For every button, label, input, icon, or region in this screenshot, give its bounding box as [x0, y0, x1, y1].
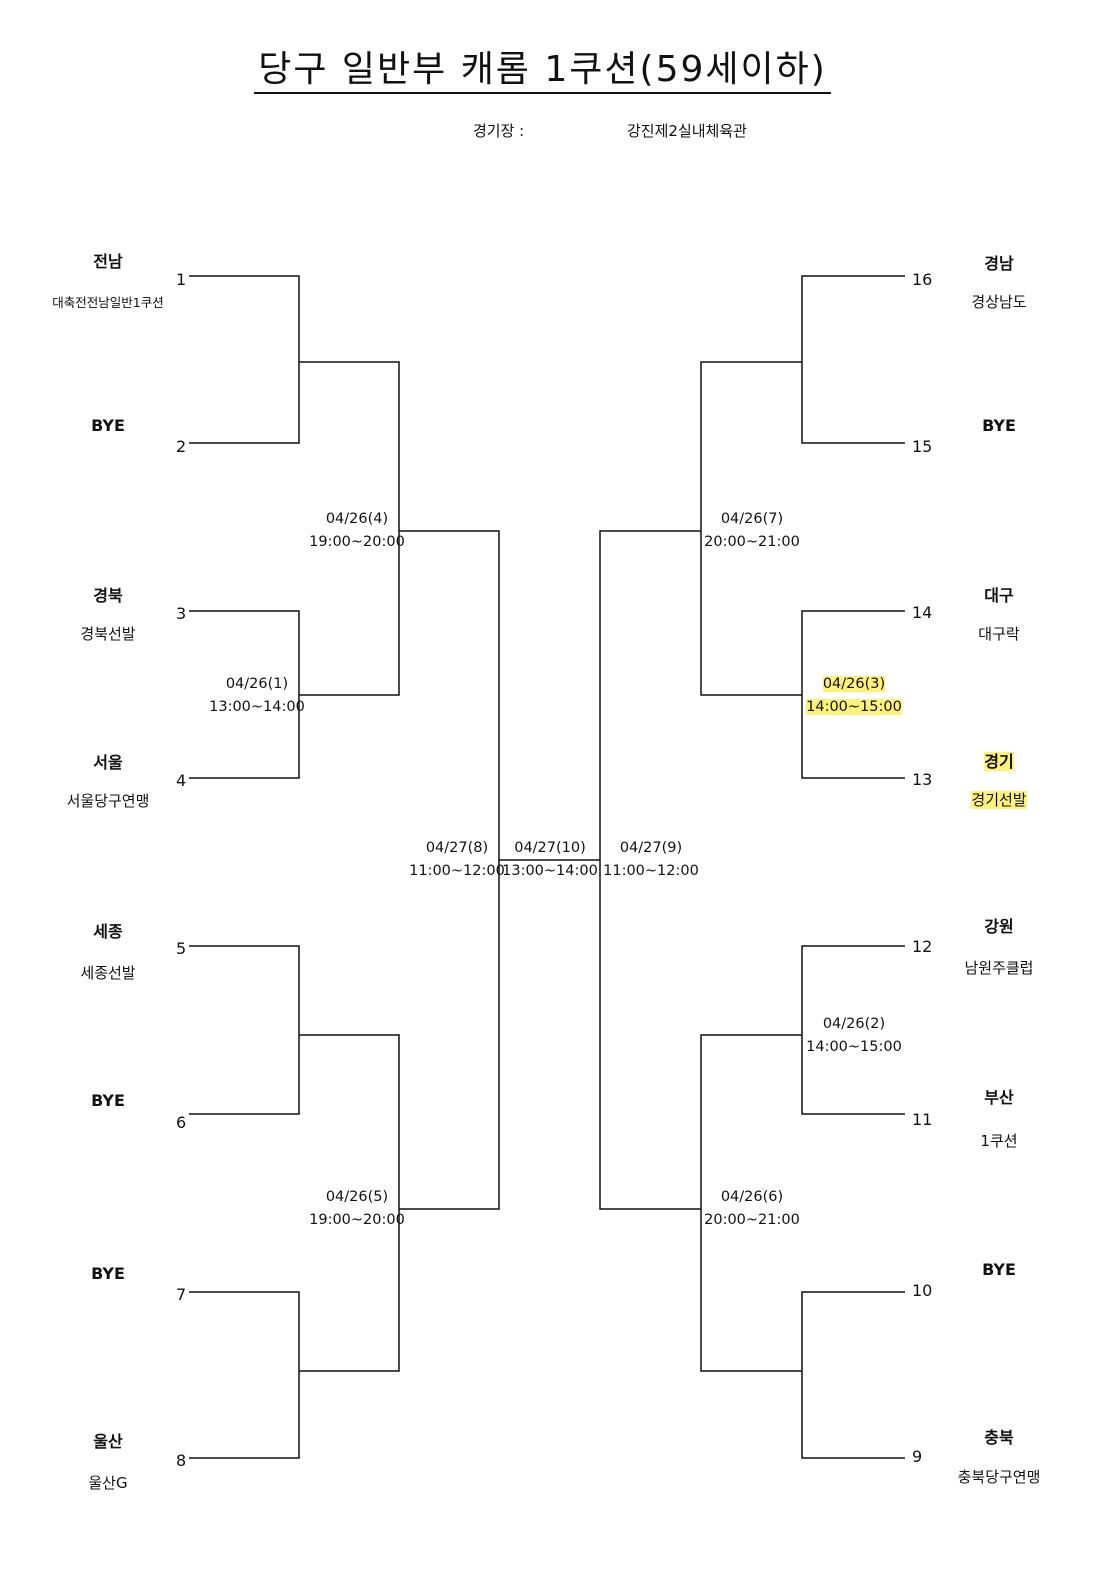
bracket-line-l7: [399, 530, 500, 1210]
team-club-left-1: 대축전전남일반1쿠션: [52, 295, 164, 310]
team-club-left-5: 세종선발: [80, 964, 136, 982]
match-date-9: 04/27(9): [619, 840, 683, 856]
team-region-left-2: BYE: [91, 416, 125, 435]
venue-label: 경기장 :: [473, 122, 525, 140]
bracket-line-r7: [599, 530, 701, 1210]
seed-number-4: 4: [176, 771, 187, 790]
team-region-right-10: BYE: [982, 1260, 1016, 1279]
match-time-10: 13:00~14:00: [502, 863, 598, 879]
bracket-line-r1: [801, 275, 905, 444]
bracket-line-r2: [801, 610, 905, 779]
team-region-left-5: 세종: [93, 922, 123, 941]
team-region-right-14: 대구: [984, 586, 1014, 605]
highlight-club-13: 경기선발: [971, 791, 1027, 809]
match-date-10: 04/27(10): [514, 840, 586, 856]
seed-number-12: 12: [912, 937, 933, 956]
match-time-1: 13:00~14:00: [209, 699, 305, 715]
bracket-line-l3: [189, 945, 300, 1115]
team-club-right-11: 1쿠션: [980, 1132, 1018, 1150]
team-region-right-16: 경남: [984, 254, 1014, 273]
seed-number-14: 14: [912, 603, 933, 622]
venue-name: 강진제2실내체육관: [627, 122, 747, 140]
match-label-6: 04/26(6) 20:00~21:00: [692, 1186, 812, 1232]
match-time-7: 20:00~21:00: [704, 534, 800, 550]
match-time-2: 14:00~15:00: [806, 1039, 902, 1055]
seed-number-6: 6: [176, 1113, 187, 1132]
seed-number-11: 11: [912, 1110, 933, 1129]
team-region-right-15: BYE: [982, 416, 1016, 435]
bracket-line-l4: [189, 1291, 300, 1459]
team-region-right-11: 부산: [984, 1088, 1014, 1107]
match-label-4: 04/26(4) 19:00~20:00: [297, 508, 417, 554]
match-label-3: 04/26(3) 14:00~15:00: [794, 673, 914, 719]
bracket-line-r6: [700, 1034, 802, 1372]
team-club-right-13: 경기선발: [899, 789, 1099, 810]
team-region-left-8: 울산: [93, 1432, 123, 1451]
match-time-3: 14:00~15:00: [806, 699, 902, 715]
team-region-left-4: 서울: [93, 753, 123, 772]
match-date-1: 04/26(1): [225, 676, 289, 692]
team-region-left-1: 전남: [93, 252, 123, 271]
team-region-left-3: 경북: [93, 586, 123, 605]
match-date-5: 04/26(5): [325, 1189, 389, 1205]
seed-number-1: 1: [176, 270, 187, 289]
team-club-left-8: 울산G: [88, 1474, 128, 1492]
match-date-4: 04/26(4): [325, 511, 389, 527]
match-label-1: 04/26(1) 13:00~14:00: [197, 673, 317, 719]
team-club-right-12: 남원주클럽: [964, 959, 1034, 977]
bracket-line-r5: [700, 361, 802, 696]
team-club-right-9: 충북당구연맹: [957, 1468, 1041, 1486]
match-label-2: 04/26(2) 14:00~15:00: [794, 1013, 914, 1059]
team-region-right-12: 강원: [984, 917, 1014, 936]
seed-number-7: 7: [176, 1285, 187, 1304]
match-label-10: 04/27(10) 13:00~14:00: [490, 837, 610, 883]
seed-number-8: 8: [176, 1451, 187, 1470]
team-region-right-9: 충북: [984, 1428, 1014, 1447]
bracket-line-l5: [299, 361, 400, 696]
bracket-line-l1: [189, 275, 300, 444]
bracket-line-r4: [801, 1291, 905, 1459]
team-region-left-6: BYE: [91, 1091, 125, 1110]
seed-number-9: 9: [912, 1447, 923, 1466]
seed-number-13: 13: [912, 770, 933, 789]
seed-number-10: 10: [912, 1281, 933, 1300]
match-date-3: 04/26(3): [822, 676, 886, 692]
match-time-9: 11:00~12:00: [603, 863, 699, 879]
match-date-7: 04/26(7): [720, 511, 784, 527]
team-region-right-13: 경기: [899, 748, 1099, 772]
match-time-8: 11:00~12:00: [409, 863, 505, 879]
match-time-5: 19:00~20:00: [309, 1212, 405, 1228]
match-date-2: 04/26(2): [822, 1016, 886, 1032]
match-time-4: 19:00~20:00: [309, 534, 405, 550]
match-label-8: 04/27(8) 11:00~12:00: [397, 837, 517, 883]
seed-number-5: 5: [176, 939, 187, 958]
bracket-line-r3: [801, 945, 905, 1115]
seed-number-16: 16: [912, 270, 933, 289]
page-title: 당구 일반부 캐롬 1쿠션(59세이하): [0, 40, 1085, 94]
match-label-5: 04/26(5) 19:00~20:00: [297, 1186, 417, 1232]
team-region-left-7: BYE: [91, 1264, 125, 1283]
match-label-9: 04/27(9) 11:00~12:00: [591, 837, 711, 883]
seed-number-2: 2: [176, 437, 187, 456]
team-club-left-4: 서울당구연맹: [66, 792, 150, 810]
highlight-region-13: 경기: [984, 752, 1014, 771]
match-label-7: 04/26(7) 20:00~21:00: [692, 508, 812, 554]
team-club-left-3: 경북선발: [80, 625, 136, 643]
match-date-8: 04/27(8): [425, 840, 489, 856]
team-club-right-14: 대구락: [978, 625, 1020, 643]
seed-number-3: 3: [176, 604, 187, 623]
match-date-6: 04/26(6): [720, 1189, 784, 1205]
seed-number-15: 15: [912, 437, 933, 456]
match-time-6: 20:00~21:00: [704, 1212, 800, 1228]
team-club-right-16: 경상남도: [971, 293, 1027, 311]
bracket-line-l6: [299, 1034, 400, 1372]
